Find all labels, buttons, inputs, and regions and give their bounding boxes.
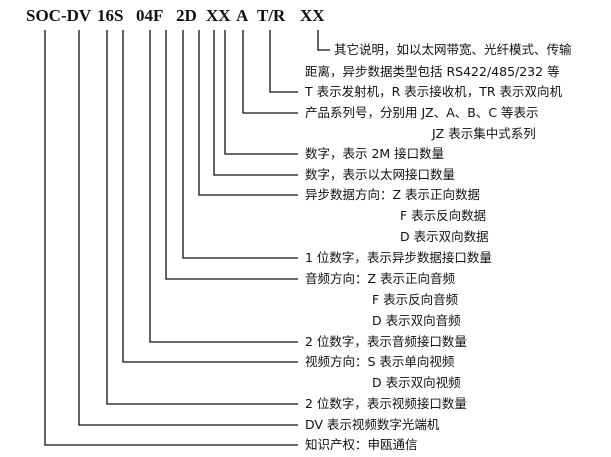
note-async-dir-line1: 异步数据方向：Z 表示正向数据 xyxy=(305,187,481,202)
note-audio-dir-line3: D 表示双向音频 xyxy=(372,313,461,328)
note-audio-dir-line2: F 表示反向音频 xyxy=(372,292,459,307)
note-dv-meaning: DV 表示视频数字光端机 xyxy=(305,417,440,432)
note-2m: 数字，表示 2M 接口数量 xyxy=(305,146,445,161)
connector-audio-dir xyxy=(165,30,298,280)
connector-video-count xyxy=(106,30,298,405)
note-video-count: 2 位数字，表示视频接口数量 xyxy=(305,396,467,411)
code-ethernet-ports: XX xyxy=(206,6,231,25)
note-video-dir-line2: D 表示双向视频 xyxy=(372,375,461,390)
connector-async-dir xyxy=(198,30,298,196)
code-audio-ports: 04F xyxy=(136,6,164,25)
connector-video-dir xyxy=(122,30,298,363)
note-audio-count: 2 位数字，表示音频接口数量 xyxy=(305,334,467,349)
note-ip: 知识产权：申瓯通信 xyxy=(305,437,418,452)
code-video-ports: 16S xyxy=(97,6,124,25)
connector-audio-count xyxy=(149,30,298,343)
note-series-line2: JZ 表示集中式系列 xyxy=(432,126,536,141)
code-async-ports: 2D xyxy=(176,6,197,25)
code-prefix: SOC-DV xyxy=(26,6,92,25)
note-async-count: 1 位数字，表示异步数据接口数量 xyxy=(305,250,492,265)
note-other-line1: 其它说明，如以太网带宽、光纤模式、传输 xyxy=(334,42,572,57)
note-async-dir-line3: D 表示双向数据 xyxy=(400,229,489,244)
connector-2m xyxy=(224,30,298,155)
note-video-dir-line1: 视频方向：S 表示单向视频 xyxy=(305,354,455,369)
code-series: A xyxy=(236,6,249,25)
connector-async-count xyxy=(182,30,298,259)
code-other: XX xyxy=(300,6,325,25)
connector-tx-rx xyxy=(269,30,298,93)
note-async-dir-line2: F 表示反向数据 xyxy=(400,208,487,223)
note-series-line1: 产品系列号，分别用 JZ、A、B、C 等表示 xyxy=(305,105,539,120)
code-tx-rx: T/R xyxy=(257,6,286,25)
connector-ethernet xyxy=(213,30,298,176)
note-ethernet: 数字，表示以太网接口数量 xyxy=(305,167,456,182)
note-audio-dir-line1: 音频方向：Z 表示正向音频 xyxy=(305,271,456,286)
connector-series xyxy=(242,30,298,114)
note-other-line2: 距离，异步数据类型包括 RS422/485/232 等 xyxy=(305,64,560,79)
connector-other xyxy=(317,30,330,51)
connector-dv xyxy=(78,30,298,426)
note-tx-rx: T 表示发射机，R 表示接收机，TR 表示双向机 xyxy=(305,84,563,99)
connector-ip xyxy=(44,30,298,446)
